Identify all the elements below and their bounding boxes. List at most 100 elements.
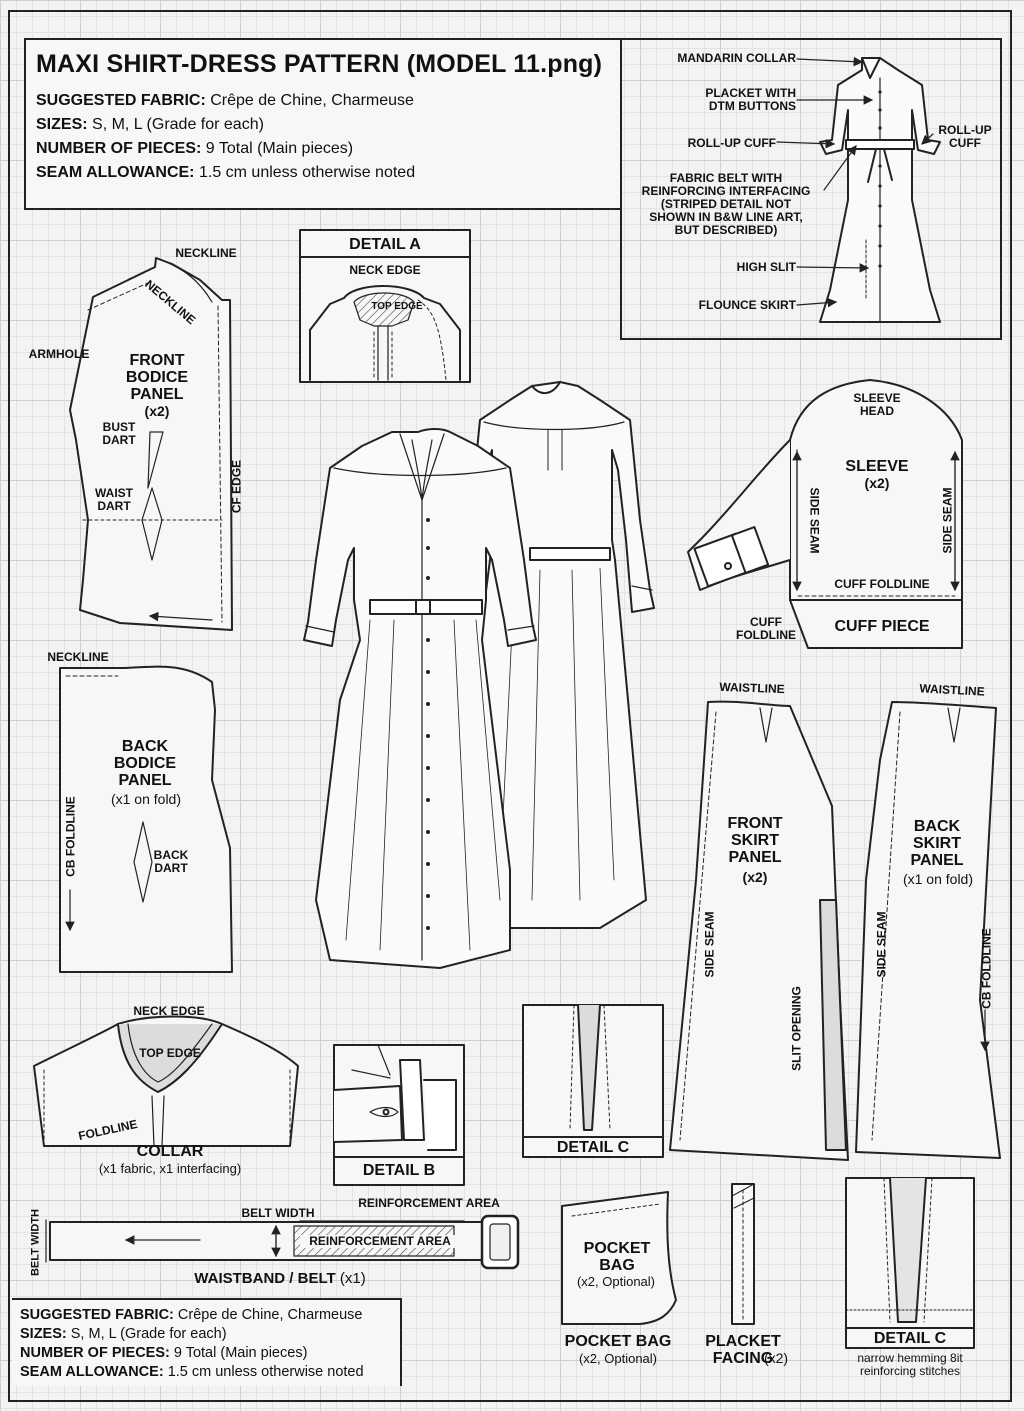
fabric-value: Crêpe de Chine, Charmeuse [210,92,414,109]
detail-b-title: DETAIL B [362,1162,436,1179]
callout-flounce-skirt: FLOUNCE SKIRT [698,298,796,312]
belt-width-label: BELT WIDTH [241,1206,315,1220]
cuff-foldline-label: CUFF FOLDLINE [834,577,930,591]
detail-a-title: DETAIL A [349,236,421,253]
back-bodice-neckline-label: NECKLINE [47,650,109,664]
front-bodice-qty: (x2) [144,403,170,419]
header-info-box: MAXI SHIRT-DRESS PATTERN (MODEL 11.png) … [24,38,622,210]
back-skirt-piece [855,701,1001,1159]
footer-seam-line: SEAM ALLOWANCE: 1.5 cm unless otherwise … [20,1363,400,1382]
detail-c-middle-drawing [522,1004,664,1158]
back-bodice-piece [59,665,233,973]
footer-seam-label: SEAM ALLOWANCE: [20,1364,164,1380]
footer-pieces-label: NUMBER OF PIECES: [20,1345,170,1361]
pocket-name: POCKET BAG [564,1333,672,1350]
collar-neck-edge: NECK EDGE [133,1004,205,1018]
back-dart-label: BACK DART [153,848,189,875]
callout-placket-buttons: PLACKET WITH DTM BUTTONS [705,86,796,113]
back-skirt-side-seam: SIDE SEAM [874,911,889,978]
front-bodice-neckline-label: NECKLINE [175,246,237,260]
detail-b-drawing [333,1044,465,1186]
flat-sketch [819,57,941,323]
fabric-label: SUGGESTED FABRIC: [36,92,206,109]
callout-arrows [776,56,934,308]
back-cb-foldline-label: CB FOLDLINE [63,796,78,877]
sleeve-name: SLEEVE [845,458,909,475]
slit-opening-label: SLIT OPENING [789,986,804,1071]
front-skirt-side-seam: SIDE SEAM [702,911,717,978]
waist-dart-label: WAIST DART [95,486,133,513]
sleeve-head-label: SLEEVE HEAD [853,391,901,418]
back-cb-foldline-skirt-label: CB FOLDLINE [979,928,994,1009]
belt-qty: (x1) [339,1270,366,1287]
footer-fabric-label: SUGGESTED FABRIC: [20,1307,174,1323]
pieces-line: NUMBER OF PIECES: 9 Total (Main pieces) [36,137,610,161]
footer-sizes-label: SIZES: [20,1326,67,1342]
page-title: MAXI SHIRT-DRESS PATTERN (MODEL 11.png) [36,50,603,78]
footer-info-box: SUGGESTED FABRIC: Crêpe de Chine, Charme… [12,1298,402,1386]
sizes-value: S, M, L (Grade for each) [92,116,264,133]
back-bodice-qty: (x1 on fold) [110,791,182,807]
sleeve-piece [687,379,963,649]
sleeve-side-seam-left: SIDE SEAM [807,487,822,554]
footer-pieces-line: NUMBER OF PIECES: 9 Total (Main pieces) [20,1344,400,1363]
sleeve-qty: (x2) [864,475,890,491]
detail-c-bottom-drawing [845,1177,975,1349]
front-bodice-name: FRONT BODICE PANEL [125,352,189,403]
callout-high-slit: HIGH SLIT [736,260,796,274]
callout-mandarin-collar: MANDARIN COLLAR [677,51,796,65]
pieces-value: 9 Total (Main pieces) [205,140,354,157]
back-skirt-qty: (x1 on fold) [902,871,974,887]
belt-width-side-label: BELT WIDTH [29,1209,42,1277]
reinforcement-area-top-label: REINFORCEMENT AREA [358,1196,500,1210]
seam-value: 1.5 cm unless otherwise noted [198,164,416,181]
footer-pieces-value: 9 Total (Main pieces) [173,1345,308,1361]
back-bodice-name: BACK BODICE PANEL [113,738,177,789]
collar-piece [33,1015,299,1147]
detail-c-bottom-note: narrow hemming 8it reinforcing stitches [857,1351,963,1378]
pocket-qty: (x2, Optional) [578,1351,658,1366]
callout-rollup-cuff-left: ROLL-UP CUFF [687,136,776,150]
belt-name: WAISTBAND / BELT (x1) [150,1270,410,1287]
placket-qty: (x2) [763,1350,789,1366]
cf-edge-label: CF EDGE [229,459,244,514]
cuff-foldline-outside-label: CUFF FOLDLINE [736,615,796,642]
bust-dart-label: BUST DART [102,420,136,447]
sleeve-side-seam-right: SIDE SEAM [940,487,955,554]
reinforcement-area-inner-label: REINFORCEMENT AREA [300,1235,460,1248]
cuff-piece-label: CUFF PIECE [834,618,930,635]
belt-name-text: WAISTBAND / BELT [194,1270,336,1287]
callout-rollup-cuff-right: ROLL-UP CUFF [938,123,992,150]
sizes-label: SIZES: [36,116,88,133]
footer-fabric-value: Crêpe de Chine, Charmeuse [177,1307,363,1323]
dress-front-view [303,428,537,969]
placket-name: PLACKET FACING [705,1333,781,1367]
fabric-line: SUGGESTED FABRIC: Crêpe de Chine, Charme… [36,89,610,113]
collar-top-edge: TOP EDGE [139,1046,201,1060]
front-skirt-piece [669,700,849,1161]
seam-label: SEAM ALLOWANCE: [36,164,195,181]
front-skirt-qty: (x2) [742,869,768,885]
detail-c-middle-title: DETAIL C [556,1139,630,1156]
footer-fabric-line: SUGGESTED FABRIC: Crêpe de Chine, Charme… [20,1306,400,1325]
footer-seam-value: 1.5 cm unless otherwise noted [167,1364,364,1380]
seam-line: SEAM ALLOWANCE: 1.5 cm unless otherwise … [36,161,610,185]
pocket-inner-qty: (x2, Optional) [576,1274,656,1289]
footer-sizes-value: S, M, L (Grade for each) [70,1326,227,1342]
sizes-line: SIZES: S, M, L (Grade for each) [36,113,610,137]
pieces-label: NUMBER OF PIECES: [36,140,202,157]
placket-piece [731,1183,755,1325]
collar-qty: (x1 fabric, x1 interfacing) [98,1161,242,1176]
front-bodice-piece [69,257,233,631]
armhole-label: ARMHOLE [28,347,90,361]
collar-name: COLLAR [136,1143,204,1160]
footer-sizes-line: SIZES: S, M, L (Grade for each) [20,1325,400,1344]
pocket-inner-name: POCKET BAG [583,1240,651,1274]
detail-a-drawing [299,229,471,383]
pocket-bag-piece [561,1191,677,1325]
detail-a-top-edge: TOP EDGE [371,301,423,312]
callout-fabric-belt: FABRIC BELT WITH REINFORCING INTERFACING… [641,171,811,237]
detail-a-neck-edge: NECK EDGE [349,263,421,277]
